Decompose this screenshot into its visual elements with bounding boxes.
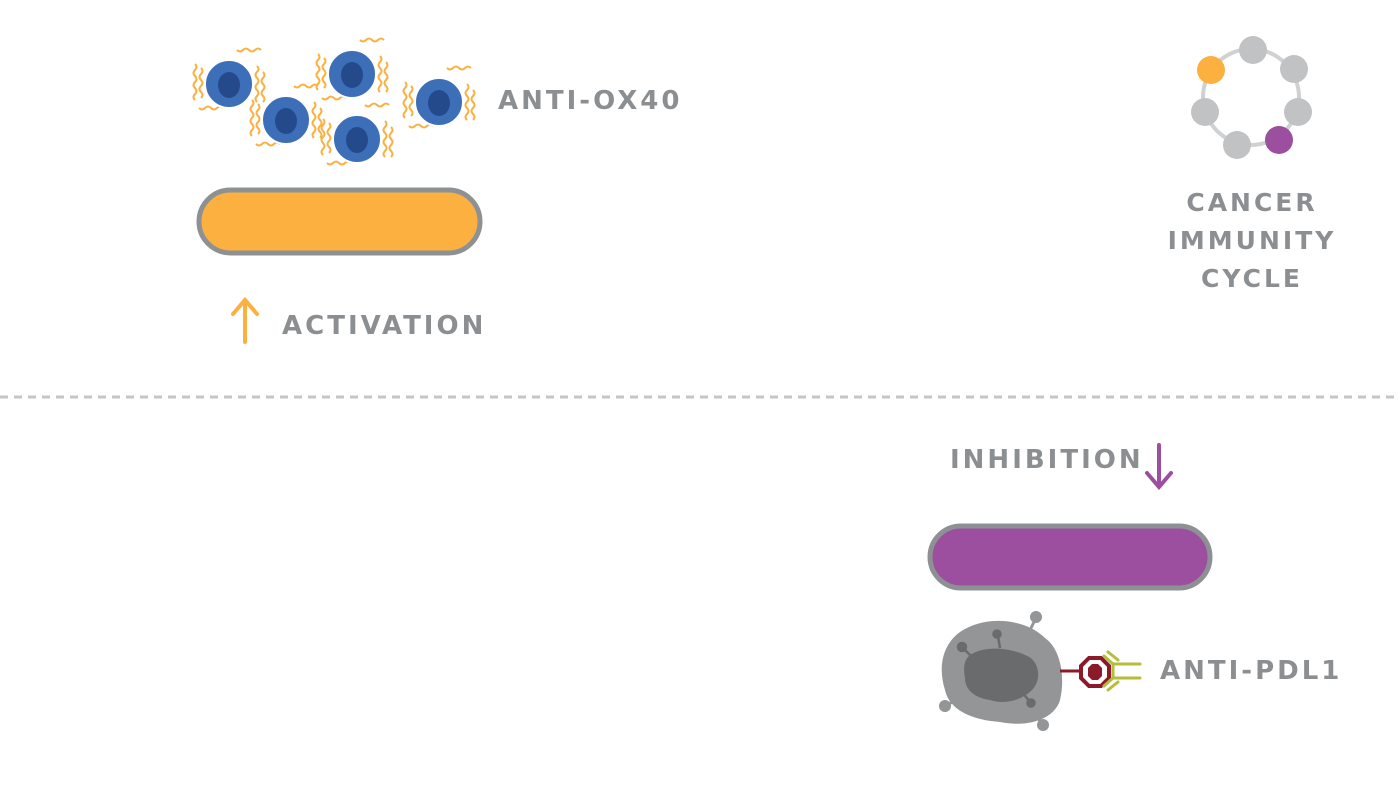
t-cell-icon [402, 65, 476, 129]
cytokine-wave [446, 65, 472, 71]
cytokine-wave [402, 81, 408, 119]
activated-t-cells [192, 37, 476, 166]
t-cell-icon [192, 47, 266, 111]
cytokine-wave [320, 118, 326, 156]
cycle-node [1197, 56, 1225, 84]
cancer-immunity-cycle-label: CANCER IMMUNITY CYCLE [1152, 184, 1352, 298]
cytokine-wave [255, 103, 261, 135]
t-cell-icon [315, 37, 389, 101]
inhibition-bar [927, 523, 1213, 591]
arrow-up-icon [231, 296, 259, 344]
t-cell-nucleus [346, 127, 368, 153]
t-cell-icon [320, 102, 394, 166]
cycle-node [1284, 98, 1312, 126]
cytokine-wave [315, 53, 321, 91]
cytokine-wave [236, 47, 262, 53]
arrow-down-icon [1145, 443, 1173, 491]
antibody-icon [1060, 650, 1142, 692]
cytokine-wave [321, 57, 327, 89]
cytokine-wave [249, 99, 255, 137]
cytokine-wave [260, 71, 266, 103]
activation-label: ACTIVATION [282, 311, 487, 341]
t-cell-nucleus [341, 62, 363, 88]
cytokine-wave [326, 122, 332, 154]
cytokine-wave [382, 120, 388, 158]
cycle-node [1265, 126, 1293, 154]
t-cell-icon [249, 83, 323, 147]
cycle-node [1223, 131, 1251, 159]
cytokine-wave [317, 107, 323, 139]
cytokine-wave [254, 65, 260, 103]
cytokine-wave [383, 61, 389, 93]
cytokine-wave [192, 63, 198, 101]
cycle-icon [1191, 36, 1312, 159]
t-cell-nucleus [218, 72, 240, 98]
cycle-label-line: CYCLE [1201, 264, 1303, 293]
cytokine-wave [408, 85, 414, 117]
cytokine-wave [198, 67, 204, 99]
activation-bar [196, 187, 483, 256]
t-cell-nucleus [428, 90, 450, 116]
cytokine-wave [311, 101, 317, 139]
cycle-label-line: CANCER [1186, 188, 1318, 217]
cytokine-wave [359, 37, 385, 43]
inhibition-label: INHIBITION [950, 445, 1144, 475]
cytokine-wave [388, 126, 394, 158]
anti-pdl1-label: ANTI-PDL1 [1160, 656, 1343, 686]
cytokine-wave [293, 83, 319, 89]
cycle-node [1191, 98, 1219, 126]
cytokine-wave [470, 89, 476, 121]
cycle-node [1280, 55, 1308, 83]
tumor-cell-icon [939, 611, 1063, 731]
cytokine-wave [377, 55, 383, 93]
t-cell-nucleus [275, 108, 297, 134]
anti-ox40-label: ANTI-OX40 [498, 86, 683, 116]
cycle-node [1239, 36, 1267, 64]
cytokine-wave [464, 83, 470, 121]
cytokine-wave [364, 102, 390, 108]
cycle-label-line: IMMUNITY [1167, 226, 1337, 255]
